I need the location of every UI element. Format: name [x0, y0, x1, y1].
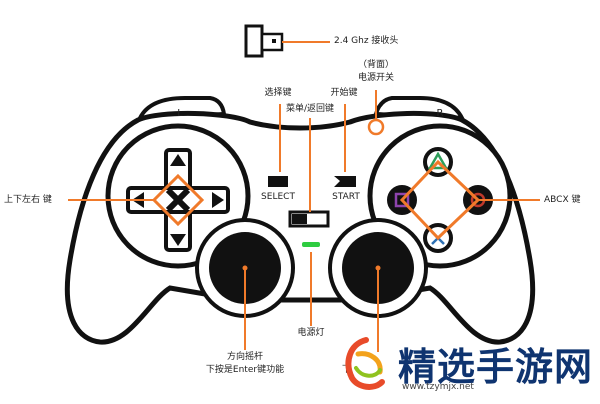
power-switch[interactable]	[367, 118, 385, 136]
back-label: （背面）	[357, 60, 395, 70]
triangle-icon	[427, 151, 449, 170]
start-button[interactable]	[334, 176, 356, 187]
l-bumper-label: L	[177, 108, 183, 119]
dpad-highlight	[151, 173, 205, 227]
receiver-label: 2.4 Ghz 接收头	[334, 36, 399, 46]
start-key-label: 开始键	[330, 88, 358, 98]
watermark-url: www.tzymjx.net	[402, 382, 474, 392]
menu-back-key-label: 菜单/返回键	[285, 104, 335, 114]
square-icon	[394, 192, 410, 208]
select-text: SELECT	[261, 192, 295, 202]
select-button[interactable]	[268, 176, 288, 187]
site-watermark: 精选手游网 www.tzymjx.net	[336, 334, 596, 396]
abcx-label: ABCX 键	[544, 195, 581, 205]
r-bumper-label: R	[436, 108, 444, 119]
dpad-up-arrow-icon	[170, 154, 186, 166]
dpad-down-arrow-icon	[170, 234, 186, 246]
stick-label-line1: 方向摇杆	[226, 352, 264, 362]
select-key-label: 选择键	[264, 88, 292, 98]
power-led	[302, 242, 320, 247]
menu-back-button[interactable]	[288, 210, 330, 228]
power-led-label: 电源灯	[297, 328, 325, 338]
dpad-right-arrow-icon	[212, 192, 224, 208]
dpad[interactable]	[126, 148, 230, 252]
dpad-label: 上下左右 键	[4, 195, 52, 205]
face-buttons-highlight	[399, 159, 481, 241]
power-switch-label: 电源开关	[357, 73, 395, 83]
stick-label-line2: 下按是Enter键功能	[205, 365, 285, 375]
callout-lines	[68, 41, 540, 352]
start-text: START	[332, 192, 360, 202]
watermark-title: 精选手游网	[398, 345, 594, 389]
usb-receiver	[244, 24, 284, 58]
site-logo-icon	[345, 337, 385, 390]
